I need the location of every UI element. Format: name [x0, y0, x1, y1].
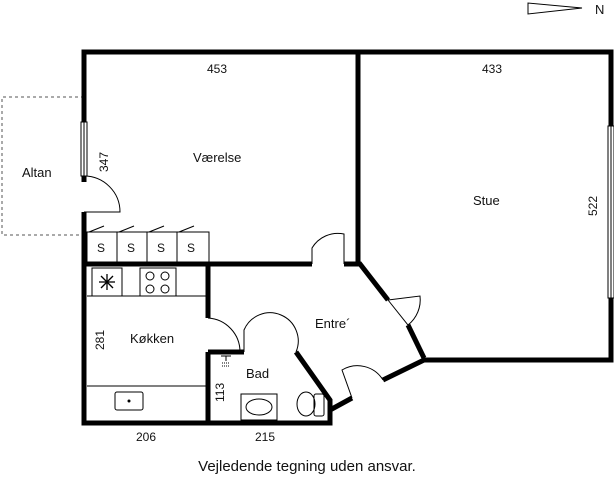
cabinet-row	[86, 225, 210, 263]
room-label-entre: Entre´	[315, 316, 350, 331]
room-label-bad: Bad	[246, 366, 269, 381]
north-label: N	[595, 2, 604, 17]
cabinet-label: S	[187, 241, 195, 255]
stove-icon	[145, 271, 170, 294]
cabinet-label: S	[127, 241, 135, 255]
room-label-vaerelse: Værelse	[193, 150, 241, 165]
room-label-kokken: Køkken	[130, 331, 174, 346]
fan-icon	[99, 274, 115, 290]
dim-vaerelse-width: 453	[207, 62, 227, 76]
sink-icon	[114, 391, 144, 411]
kitchen-counter-top	[87, 267, 206, 297]
dim-kokken-height: 281	[93, 330, 107, 350]
cabinet-label: S	[157, 241, 165, 255]
door-kokken	[207, 317, 241, 353]
dim-kokken-width: 206	[136, 430, 156, 444]
washbasin-icon	[240, 393, 278, 421]
dim-stue-width: 433	[482, 62, 502, 76]
door-entrance	[341, 365, 384, 399]
door-vaerelse	[311, 232, 345, 264]
north-arrow-icon	[527, 2, 583, 15]
shower-icon	[221, 355, 231, 367]
wall-entre-lower-right	[405, 323, 427, 360]
room-label-stue: Stue	[473, 193, 500, 208]
room-label-altan: Altan	[22, 165, 52, 180]
cabinet-label: S	[97, 241, 105, 255]
dim-vaerelse-height: 347	[97, 152, 111, 172]
dim-bad-height: 113	[213, 383, 227, 402]
balcony-outline	[1, 96, 84, 236]
dim-stue-height: 522	[586, 196, 600, 216]
door-stue	[387, 295, 421, 326]
door-bad	[243, 312, 299, 353]
wall-bad-right	[293, 350, 333, 410]
disclaimer-caption: Vejledende tegning uden ansvar.	[198, 458, 416, 475]
exterior-wall-left	[81, 212, 354, 426]
toilet-icon	[296, 391, 325, 417]
wall-entre-upper-right	[344, 261, 390, 302]
door-balcony	[83, 175, 121, 213]
dim-bad-width: 215	[255, 430, 275, 444]
